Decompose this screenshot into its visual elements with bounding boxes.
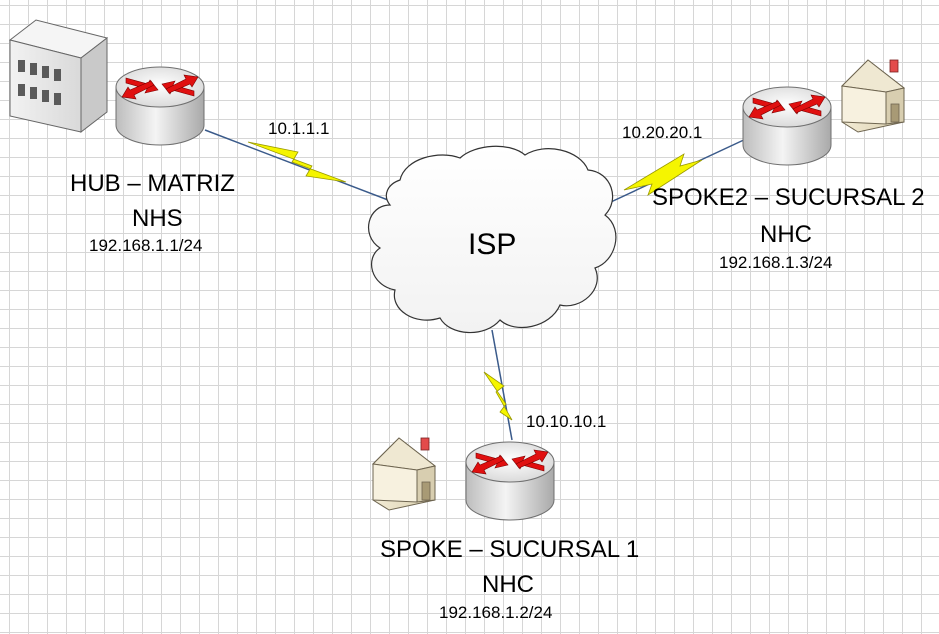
isp-label: ISP	[468, 228, 517, 261]
hub-link-ip: 10.1.1.1	[268, 119, 330, 138]
hub-role: NHS	[132, 205, 183, 232]
spoke2-lan-ip: 192.168.1.3/24	[719, 253, 833, 272]
isp-cloud-icon	[368, 145, 617, 334]
spoke2-name: SPOKE2 – SUCURSAL 2	[652, 184, 925, 211]
spoke1-link-lightning-icon	[483, 371, 513, 421]
spoke1-router-icon	[465, 441, 555, 521]
spoke2-role: NHC	[760, 221, 812, 248]
spoke2-router-icon	[742, 86, 832, 166]
spoke2-link-lightning-icon	[623, 153, 703, 196]
spoke1-role: NHC	[482, 571, 534, 598]
spoke2-link-ip: 10.20.20.1	[622, 123, 703, 142]
hub-link-lightning-icon	[247, 141, 347, 183]
hub-name: HUB – MATRIZ	[70, 170, 235, 197]
hub-link-line	[204, 129, 389, 201]
spoke2-house-icon	[841, 59, 905, 133]
spoke1-house-icon	[372, 437, 436, 511]
hub-lan-ip: 192.168.1.1/24	[89, 236, 203, 255]
office-building-icon	[8, 19, 109, 134]
spoke1-link-ip: 10.10.10.1	[526, 412, 607, 431]
spoke1-lan-ip: 192.168.1.2/24	[439, 603, 553, 622]
hub-router-icon	[115, 66, 205, 146]
spoke1-name: SPOKE – SUCURSAL 1	[380, 536, 640, 563]
